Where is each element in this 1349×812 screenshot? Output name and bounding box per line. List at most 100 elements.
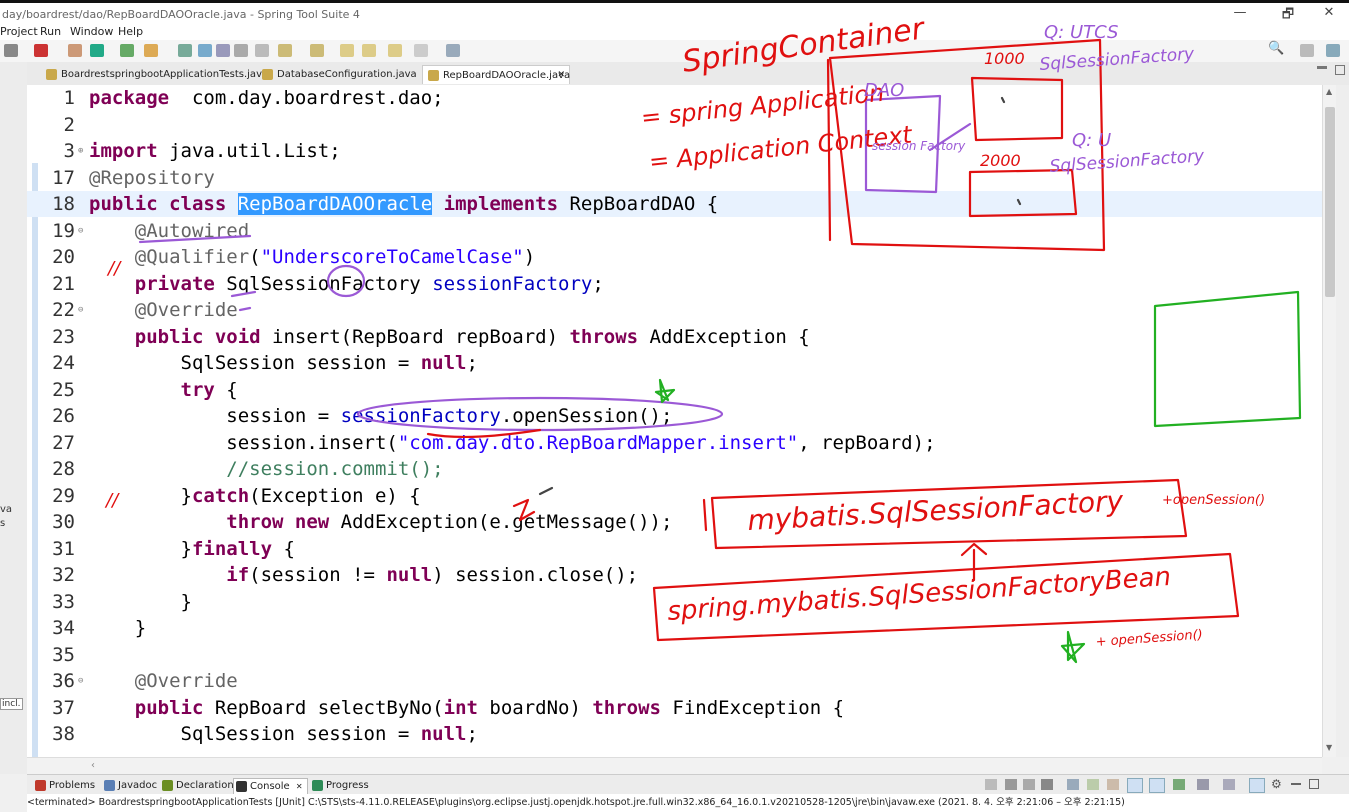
tab-label: Declaration — [176, 780, 234, 791]
package-icon[interactable] — [68, 44, 82, 57]
remove-all-icon[interactable] — [1041, 779, 1053, 790]
console-menu-icon[interactable] — [1223, 779, 1235, 790]
fold-toggle-icon[interactable]: ⊖ — [78, 225, 84, 236]
line-number: 19 — [52, 219, 75, 242]
code-line[interactable]: 37 public RepBoard selectByNo(int boardN… — [27, 695, 1322, 721]
code-line[interactable]: 25 try { — [27, 377, 1322, 403]
code-token: com.day.boardrest.dao; — [169, 87, 444, 109]
code-line[interactable]: 22⊖ @Override — [27, 297, 1322, 323]
code-line[interactable]: 17@Repository — [27, 165, 1322, 191]
code-line[interactable]: 23 public void insert(RepBoard repBoard)… — [27, 324, 1322, 350]
editor-horizontal-scrollbar[interactable]: ‹ — [27, 757, 1322, 775]
minimize-button[interactable]: — — [1233, 5, 1247, 20]
code-token: throws — [592, 696, 661, 719]
scroll-down-icon[interactable]: ▼ — [1326, 743, 1333, 752]
tab-database-configuration[interactable]: DatabaseConfiguration.java — [257, 65, 417, 84]
remove-launch-icon[interactable] — [1023, 779, 1035, 790]
perspective-icon[interactable] — [1300, 44, 1314, 57]
stop-icon[interactable] — [34, 44, 48, 57]
fold-toggle-icon[interactable]: ⊖ — [78, 676, 84, 686]
scroll-left-icon[interactable]: ‹ — [91, 760, 95, 771]
tab-problems[interactable]: Problems — [33, 778, 95, 793]
back-icon[interactable] — [362, 44, 376, 57]
code-line[interactable]: 31 }finally { — [27, 536, 1322, 562]
code-line[interactable]: 20 @Qualifier("UnderscoreToCamelCase") — [27, 244, 1322, 270]
editor-vertical-scrollbar[interactable]: ▲ ▼ — [1322, 85, 1337, 757]
minimize-view-icon[interactable] — [1317, 66, 1327, 69]
code-line[interactable]: 33 } — [27, 589, 1322, 615]
code-line[interactable]: 19⊖ @Autowired — [27, 218, 1322, 244]
code-line[interactable]: 21 private SqlSessionFactory sessionFact… — [27, 271, 1322, 297]
toggle-icon[interactable] — [216, 44, 230, 57]
scrollbar-thumb[interactable] — [1325, 107, 1335, 297]
java-perspective-icon[interactable] — [1326, 44, 1340, 57]
maximize-view-icon[interactable] — [1309, 779, 1319, 789]
code-line[interactable]: 26 session = sessionFactory.openSession(… — [27, 403, 1322, 429]
code-line[interactable]: 2 — [27, 112, 1322, 138]
code-line[interactable]: 27 session.insert("com.day.dto.RepBoardM… — [27, 430, 1322, 456]
tab-console[interactable]: Console ✕ — [233, 778, 308, 794]
line-number: 28 — [52, 458, 75, 480]
open-console-icon[interactable] — [1173, 779, 1185, 790]
pin-console-icon[interactable] — [1127, 778, 1143, 793]
pin-icon[interactable] — [178, 44, 192, 57]
tab-repboarddaooracle[interactable]: RepBoardDAOOracle.java ✕ — [422, 65, 570, 84]
open-perspective-icon[interactable] — [446, 44, 460, 57]
code-line[interactable]: 38 SqlSession session = null; — [27, 721, 1322, 747]
gear-icon[interactable]: ⚙ — [1271, 777, 1282, 791]
code-line[interactable]: 36⊖ @Override — [27, 668, 1322, 694]
navigate-icon[interactable] — [414, 44, 428, 57]
code-line[interactable]: 34 } — [27, 615, 1322, 641]
close-tab-icon[interactable]: ✕ — [295, 782, 303, 791]
debug-icon[interactable] — [120, 44, 134, 57]
scroll-lock-icon[interactable] — [1067, 779, 1079, 790]
word-wrap-icon[interactable] — [1087, 779, 1099, 790]
link-icon[interactable] — [1249, 778, 1265, 793]
run-icon[interactable] — [90, 44, 104, 57]
line-number: 38 — [52, 723, 75, 745]
code-line[interactable]: 3⊕import java.util.List; — [27, 138, 1322, 164]
fold-toggle-icon[interactable]: ⊕ — [78, 146, 84, 156]
javadoc-icon — [104, 780, 115, 791]
tab-javadoc[interactable]: Javadoc — [102, 778, 157, 793]
code-token: null — [386, 564, 433, 586]
search-icon[interactable]: 🔍 — [1268, 41, 1285, 56]
last-edit-icon[interactable] — [340, 44, 354, 57]
code-line[interactable]: 32 if(session != null) session.close(); — [27, 562, 1322, 588]
code-line[interactable]: 30 throw new AddException(e.getMessage()… — [27, 509, 1322, 535]
scroll-up-icon[interactable]: ▲ — [1326, 87, 1333, 96]
maximize-view-icon[interactable] — [1335, 65, 1345, 75]
code-line[interactable]: 24 SqlSession session = null; — [27, 350, 1322, 376]
console-tool-icon[interactable] — [985, 779, 997, 790]
prev-annotation-icon[interactable] — [310, 44, 324, 57]
menu-help[interactable]: Help — [118, 25, 144, 38]
brush-icon[interactable] — [144, 44, 158, 57]
show-console-icon[interactable] — [1107, 779, 1119, 790]
toolbar-icon[interactable] — [4, 44, 18, 57]
menu-window[interactable]: Window — [70, 25, 114, 38]
close-button[interactable]: ✕ — [1323, 5, 1335, 20]
terminate-icon[interactable] — [1005, 779, 1017, 790]
paragraph-icon[interactable] — [255, 44, 269, 57]
tab-declaration[interactable]: Declaration — [160, 778, 234, 793]
code-line[interactable]: 29 }catch(Exception e) { — [27, 483, 1322, 509]
close-tab-icon[interactable]: ✕ — [557, 70, 565, 80]
next-annotation-icon[interactable] — [278, 44, 292, 57]
highlight-icon[interactable] — [198, 44, 212, 57]
display-console-icon[interactable] — [1149, 778, 1165, 793]
menu-project[interactable]: Project — [0, 25, 38, 38]
code-line[interactable]: 35 — [27, 642, 1322, 668]
code-line[interactable]: 28 //session.commit(); — [27, 456, 1322, 482]
minimize-view-icon[interactable] — [1291, 783, 1301, 785]
maximize-button[interactable]: 🗗 — [1281, 7, 1295, 22]
fold-toggle-icon[interactable]: ⊖ — [78, 305, 84, 315]
menu-run[interactable]: Run — [40, 25, 62, 38]
forward-icon[interactable] — [388, 44, 402, 57]
tab-progress[interactable]: Progress — [310, 778, 369, 793]
block-icon[interactable] — [234, 44, 248, 57]
tab-boardrest-tests[interactable]: BoardrestspringbootApplicationTests.java — [41, 65, 268, 84]
new-console-icon[interactable] — [1197, 779, 1209, 790]
